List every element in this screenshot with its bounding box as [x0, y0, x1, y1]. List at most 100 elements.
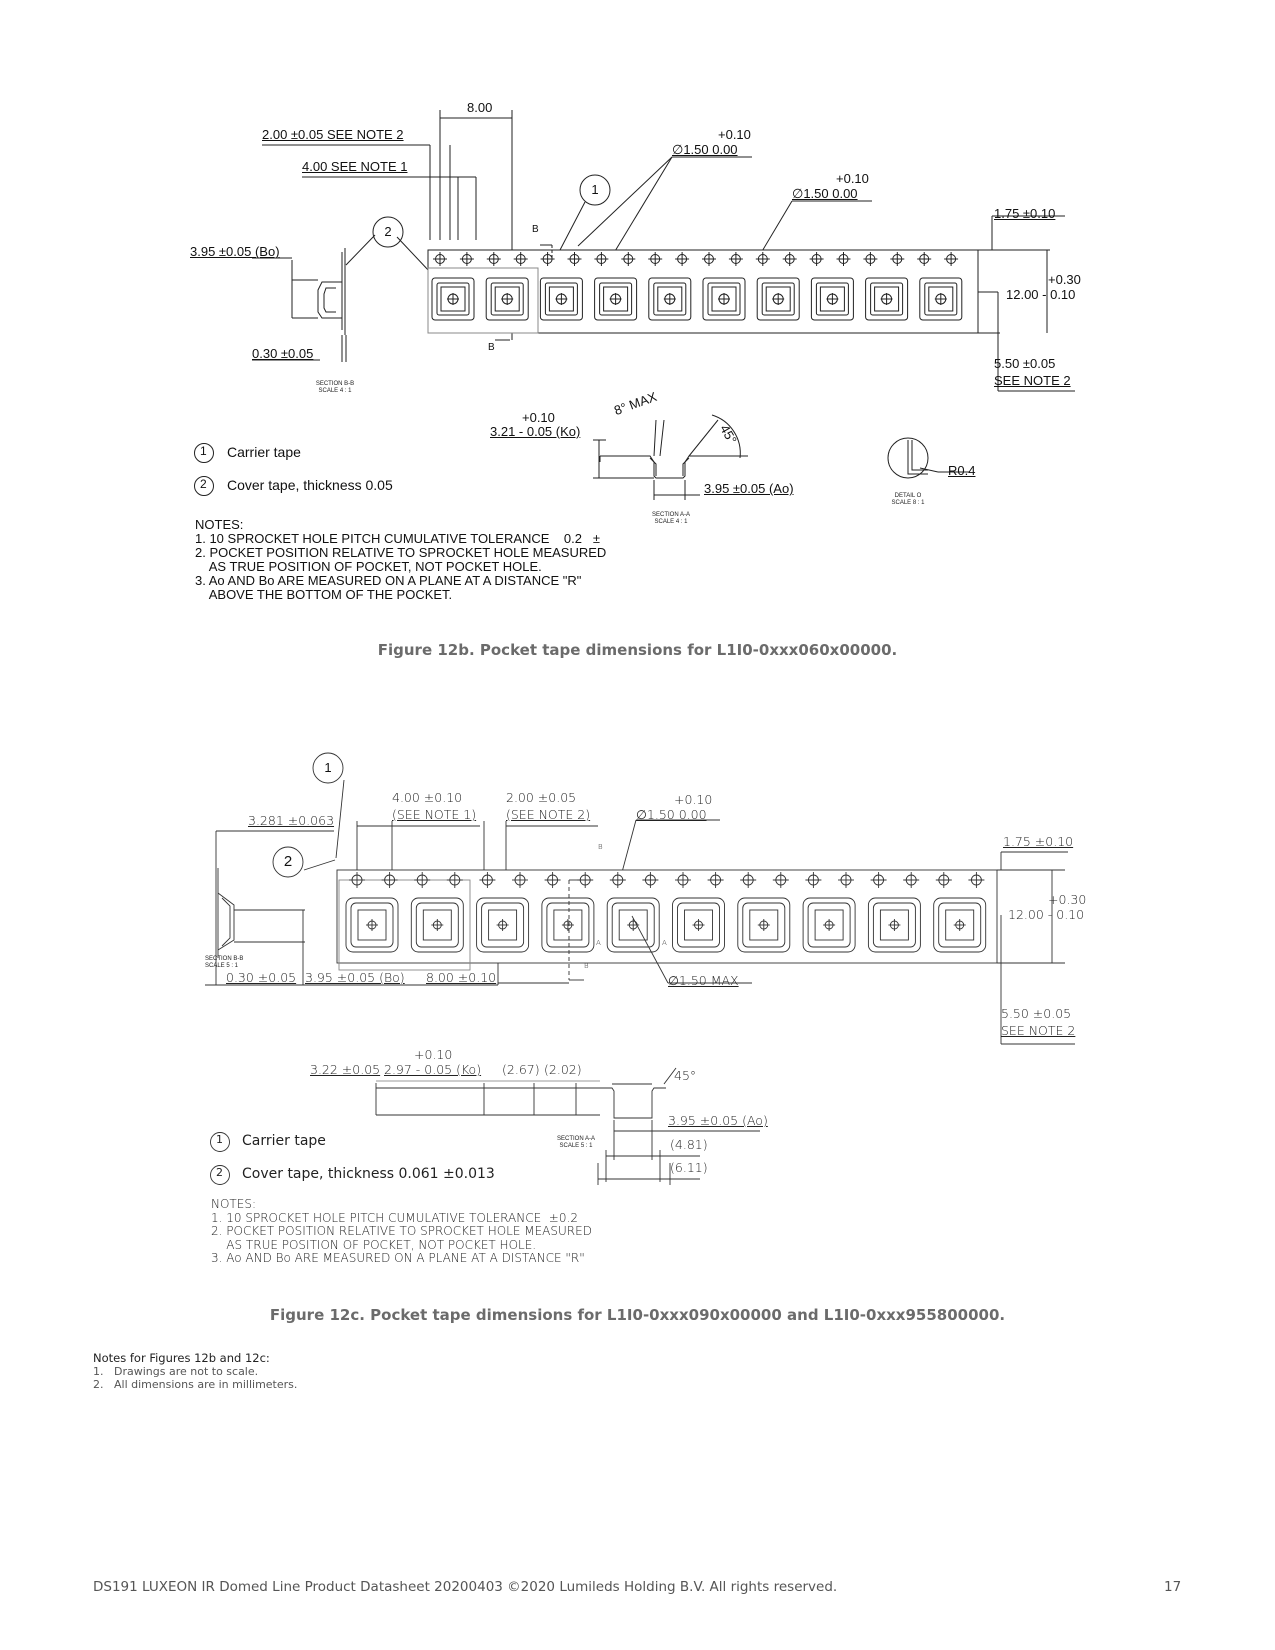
- radius-dim: R0.4: [948, 463, 976, 478]
- b-mark: B: [584, 962, 589, 970]
- note-line: 1. 10 SPROCKET HOLE PITCH CUMULATIVE TOL…: [211, 1210, 578, 1225]
- center-offset-dim: 5.50 ±0.05: [994, 356, 1056, 371]
- center-offset-note: SEE NOTE 2: [994, 373, 1071, 388]
- note-line: 3. Ao AND Bo ARE MEASURED ON A PLANE AT …: [211, 1251, 585, 1265]
- pocket: [410, 897, 464, 953]
- ko-dim: 2.97 - 0.05 (Ko): [384, 1062, 482, 1077]
- pitch-dim: 8.00 ±0.10: [426, 970, 497, 985]
- note-line: AS TRUE POSITION OF POCKET, NOT POCKET H…: [211, 1237, 537, 1252]
- b-mark: B: [598, 843, 603, 851]
- legend-item-label: Cover tape, thickness 0.05: [227, 477, 393, 493]
- ko-dim: 3.21 - 0.05 (Ko): [490, 424, 581, 439]
- callout-1: 1: [591, 182, 599, 197]
- pocket-hole-dim: ∅1.50 MAX: [668, 973, 739, 988]
- b-mark-top: B: [532, 224, 539, 235]
- ref-value: 4.81: [674, 1137, 703, 1152]
- side-angle: 45°: [674, 1068, 697, 1083]
- ref-dim: (2.02): [544, 1062, 582, 1077]
- callout-2: 2: [384, 224, 392, 239]
- ko-tol: +0.10: [522, 410, 555, 425]
- ko-tol: +0.10: [414, 1047, 453, 1062]
- pocket: [865, 277, 909, 321]
- hole-pitch-note: (SEE NOTE 2): [506, 807, 591, 822]
- hole-dia-a: ∅1.50 0.00: [672, 142, 738, 157]
- notes-block-12c: NOTES: 1. 10 SPROCKET HOLE PITCH CUMULAT…: [211, 1197, 592, 1266]
- note-line: 3. Ao AND Bo ARE MEASURED ON A PLANE AT …: [195, 573, 582, 588]
- page-number: 17: [1164, 1579, 1182, 1595]
- pocket: [606, 897, 660, 953]
- pocket: [933, 897, 987, 953]
- pocket: [476, 897, 530, 953]
- pocket: [648, 277, 692, 321]
- width-dim: 12.00 - 0.10: [1008, 907, 1085, 922]
- width-dim: 12.00 - 0.10: [1006, 287, 1076, 302]
- pocket: [737, 897, 791, 953]
- ref-value: 2.02: [548, 1062, 577, 1077]
- notes-block-12b: NOTES: 1. 10 SPROCKET HOLE PITCH CUMULAT…: [195, 518, 606, 602]
- tape-drawing-12c: [205, 752, 1075, 1185]
- ref-value: 6.11: [674, 1160, 703, 1175]
- hole-dia-dim: ∅1.50 0.00: [636, 807, 707, 822]
- note-line: 2. POCKET POSITION RELATIVE TO SPROCKET …: [195, 545, 607, 560]
- hole-dia-b-tol: +0.10: [836, 171, 869, 186]
- legend-item-label: Cover tape, thickness 0.061 ±0.013: [242, 1166, 495, 1182]
- legend-item: 2: [200, 477, 207, 491]
- note-line: ABOVE THE BOTTOM OF THE POCKET.: [195, 587, 453, 602]
- note-line: NOTES:: [195, 517, 244, 532]
- pocket: [541, 897, 595, 953]
- edge-offset-dim: 1.75 ±0.10: [1003, 834, 1074, 849]
- center-offset-dim: 5.50 ±0.05: [1001, 1006, 1072, 1021]
- pocket: [485, 277, 529, 321]
- ref-dim: (2.67): [502, 1062, 540, 1077]
- tape-drawing-12b: [194, 110, 1075, 500]
- pocket-pitch-note: (SEE NOTE 1): [392, 807, 477, 822]
- hole-dia-tol: +0.10: [674, 792, 713, 807]
- hole-pitch-dim: 2.00 ±0.05: [506, 790, 577, 805]
- ao-dim: 3.95 ±0.05 (Ao): [668, 1113, 768, 1128]
- pocket: [431, 277, 475, 321]
- pocket: [594, 277, 638, 321]
- figure-caption-12c: Figure 12c. Pocket tape dimensions for L…: [269, 1306, 1006, 1324]
- ko-outer-dim: 3.22 ±0.05: [310, 1062, 381, 1077]
- ref-dim: (6.11): [670, 1160, 708, 1175]
- pocket: [919, 277, 963, 321]
- note-line: 2. POCKET POSITION RELATIVE TO SPROCKET …: [211, 1224, 592, 1238]
- a-mark: A: [596, 939, 601, 947]
- ao-dim: 3.95 ±0.05 (Ao): [704, 481, 794, 496]
- legend-item: 1: [200, 444, 207, 458]
- pocket: [345, 897, 399, 953]
- b-mark-bottom: B: [488, 342, 495, 353]
- hole-dia-a-tol: +0.10: [718, 127, 751, 142]
- legend-item: 1: [216, 1133, 223, 1146]
- figure-note-item: 1. Drawings are not to scale.: [93, 1365, 259, 1378]
- pocket: [702, 277, 746, 321]
- footer-text: DS191 LUXEON IR Domed Line Product Datas…: [93, 1579, 838, 1595]
- callout-1: 1: [324, 760, 332, 775]
- thickness-dim: 0.30 ±0.05: [226, 970, 297, 985]
- overall-dim: 3.281 ±0.063: [248, 813, 335, 828]
- legend-item-label: Carrier tape: [242, 1133, 326, 1149]
- legend-item-label: Carrier tape: [227, 444, 301, 460]
- pocket: [802, 897, 856, 953]
- center-offset-note: SEE NOTE 2: [1001, 1023, 1076, 1038]
- hole-pitch-dim: 2.00 ±0.05 SEE NOTE 2: [262, 127, 404, 142]
- bo-dim: 3.95 ±0.05 (Bo): [190, 244, 280, 259]
- figure-note-item: 2. All dimensions are in millimeters.: [93, 1378, 298, 1391]
- figure-notes: Notes for Figures 12b and 12c: 1. Drawin…: [93, 1351, 297, 1391]
- note-line: NOTES:: [211, 1197, 256, 1211]
- pocket: [672, 897, 725, 953]
- note-line: AS TRUE POSITION OF POCKET, NOT POCKET H…: [195, 559, 542, 574]
- legend-item: 2: [216, 1166, 223, 1179]
- figure-caption-12b: Figure 12b. Pocket tape dimensions for L…: [377, 641, 898, 659]
- note-line: 1. 10 SPROCKET HOLE PITCH CUMULATIVE TOL…: [195, 531, 600, 546]
- callout-2: 2: [283, 853, 293, 870]
- pocket: [810, 277, 854, 321]
- pocket-pitch-dim: 4.00 ±0.10: [392, 790, 463, 805]
- width-tol: +0.30: [1048, 272, 1081, 287]
- pocket: [867, 897, 921, 953]
